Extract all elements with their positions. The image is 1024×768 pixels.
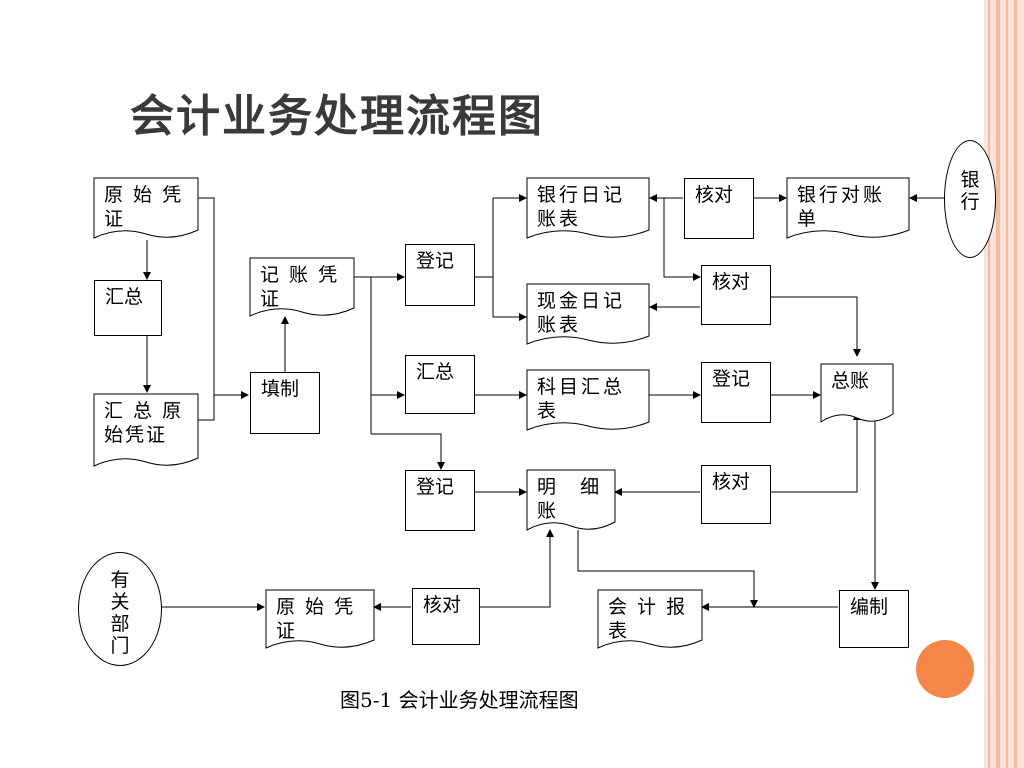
bank-journal: 银行日记 账表 (526, 177, 650, 240)
register-2: 登记 (701, 362, 771, 423)
reconcile-bottom-label: 核对 (423, 594, 462, 616)
bank-oval: 银 行 (944, 140, 996, 258)
account-summary-table: 科目汇总 表 (526, 369, 650, 432)
decorative-orange-dot (916, 640, 974, 698)
frame-band-line-2 (996, 0, 1000, 768)
bank-oval-label: 银 行 (960, 169, 980, 213)
register-1: 登记 (405, 244, 475, 306)
summary-mid: 汇总 (405, 355, 475, 414)
frame-band-line-4 (1014, 0, 1017, 768)
fill-in: 填制 (250, 372, 320, 434)
bank-statement-label: 银行对账 单 (797, 184, 886, 230)
reconcile-1: 核对 (684, 178, 754, 239)
reconcile-3: 核对 (701, 465, 771, 524)
subsidiary-ledger: 明 细 账 (526, 469, 616, 532)
related-departments-oval: 有 关 部 门 (78, 552, 162, 666)
fill-in-label: 填制 (261, 378, 300, 400)
reconcile-3-label: 核对 (712, 471, 751, 493)
accounting-voucher: 记 账 凭 证 (249, 257, 355, 318)
register-2-label: 登记 (712, 368, 751, 390)
frame-band-line-1 (988, 0, 990, 768)
register-3-label: 登记 (416, 476, 455, 498)
figure-caption: 图5-1 会计业务处理流程图 (340, 688, 579, 712)
subsidiary-ledger-label: 明 细 账 (537, 476, 600, 522)
accounting-report-label: 会 计 报 表 (608, 596, 688, 642)
reconcile-1-label: 核对 (695, 184, 734, 206)
summary-left: 汇总 (94, 280, 162, 336)
summary-source-voucher: 汇 总 原 始凭证 (93, 393, 199, 468)
bank-journal-label: 银行日记 账表 (537, 184, 626, 230)
source-voucher-bottom-label: 原 始 凭 证 (276, 596, 356, 642)
summary-mid-label: 汇总 (416, 361, 455, 383)
reconcile-bottom: 核对 (412, 588, 480, 645)
related-departments-oval-label: 有 关 部 门 (110, 569, 130, 657)
frame-band-light (984, 0, 1024, 768)
general-ledger: 总账 (820, 363, 894, 424)
accounting-voucher-label: 记 账 凭 证 (260, 264, 340, 310)
source-voucher-bottom: 原 始 凭 证 (265, 589, 375, 650)
bank-statement: 银行对账 单 (786, 177, 910, 240)
summary-source-voucher-label: 汇 总 原 始凭证 (104, 400, 184, 446)
source-voucher-top-label: 原 始 凭 证 (104, 184, 184, 230)
cash-journal: 现金日记 账表 (526, 283, 650, 346)
register-3: 登记 (405, 470, 475, 531)
accounting-report: 会 计 报 表 (597, 589, 703, 650)
general-ledger-label: 总账 (831, 370, 870, 392)
slide-title: 会计业务处理流程图 (130, 91, 544, 142)
reconcile-2: 核对 (701, 265, 771, 325)
source-voucher-top: 原 始 凭 证 (93, 177, 199, 240)
reconcile-2-label: 核对 (712, 271, 751, 293)
register-1-label: 登记 (416, 250, 455, 272)
prepare: 编制 (839, 590, 909, 648)
summary-left-label: 汇总 (105, 286, 144, 308)
prepare-label: 编制 (850, 596, 889, 618)
frame-band-line-3 (1006, 0, 1008, 768)
account-summary-table-label: 科目汇总 表 (537, 376, 626, 422)
cash-journal-label: 现金日记 账表 (537, 290, 626, 336)
